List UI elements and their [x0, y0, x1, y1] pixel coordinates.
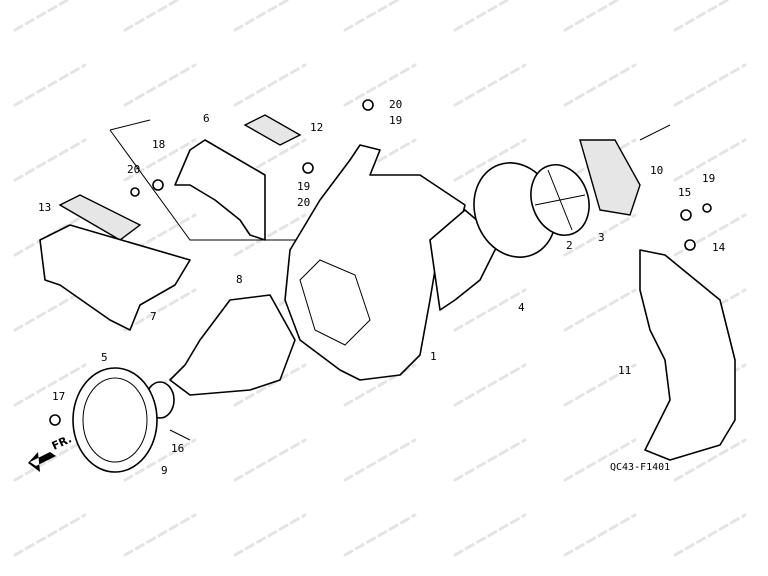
watermark-mark: [343, 63, 417, 107]
watermark-mark: [563, 213, 637, 257]
watermark-mark: [13, 63, 87, 107]
part-label: 8: [236, 273, 243, 286]
part-label: 10: [650, 164, 663, 177]
watermark-mark: [343, 438, 417, 482]
watermark-mark: [13, 0, 71, 32]
watermark-mark: [673, 213, 747, 257]
part-20-screw: [130, 187, 140, 197]
watermark-mark: [453, 288, 527, 332]
watermark-mark: [233, 213, 307, 257]
element-spokes: [534, 169, 586, 231]
part-label: 19: [389, 114, 402, 127]
part-label: 18: [152, 138, 165, 151]
watermark-mark: [233, 63, 307, 107]
part-label: 20: [127, 163, 140, 176]
watermark-mark: [453, 138, 527, 182]
part-19-screw: [702, 203, 712, 213]
part-label: 11: [618, 364, 631, 377]
part-label: 3: [598, 231, 605, 244]
watermark-mark: [13, 363, 87, 407]
watermark-mark: [563, 438, 637, 482]
part-label: 7: [150, 310, 157, 323]
part-label: 20: [297, 196, 310, 209]
part-label: 16: [171, 442, 184, 455]
part-label: 12: [310, 121, 323, 134]
watermark-mark: [673, 0, 731, 32]
gasket-inner: [82, 377, 148, 463]
assembly-line: [109, 119, 300, 241]
part-label: 4: [518, 301, 525, 314]
diagram-code: QC43-F1401: [610, 462, 670, 473]
part-8-duct: [169, 294, 296, 396]
watermark-mark: [673, 138, 747, 182]
part-3-cover: [579, 139, 641, 216]
watermark-mark: [563, 513, 637, 557]
watermark-mark: [123, 438, 197, 482]
front-arrow-icon: [28, 452, 56, 472]
part-label: 17: [52, 390, 65, 403]
front-arrow-label: FR.: [50, 432, 74, 452]
part-5-gasket: [72, 367, 158, 473]
part-16-bolt: [169, 429, 191, 441]
part-label: 2: [566, 239, 573, 252]
part-label: 13: [38, 201, 51, 214]
watermark-mark: [563, 63, 637, 107]
watermark-mark: [13, 513, 87, 557]
watermark-mark: [563, 288, 637, 332]
watermark-mark: [563, 0, 621, 32]
part-label: 5: [101, 351, 108, 364]
watermark-mark: [453, 63, 527, 107]
part-label: 6: [203, 112, 210, 125]
watermark-mark: [13, 438, 87, 482]
part-20-bolt: [362, 99, 374, 111]
part-label: 1: [430, 350, 437, 363]
part-12-sheet: [243, 114, 302, 146]
watermark-mark: [13, 288, 87, 332]
part-14-nut: [684, 239, 696, 251]
watermark-mark: [343, 0, 401, 32]
part-7-cover: [39, 224, 191, 331]
part-label: 15: [678, 186, 691, 199]
watermark-mark: [233, 0, 291, 32]
part-11-panel: [639, 249, 736, 461]
watermark-mark: [563, 363, 637, 407]
watermark-mark: [453, 363, 527, 407]
housing-window: [299, 259, 371, 346]
part-6-bracket: [174, 139, 266, 241]
part-18-washer: [152, 179, 164, 191]
watermark-mark: [673, 438, 747, 482]
part-10-bolt: [639, 124, 671, 141]
watermark-mark: [123, 63, 197, 107]
watermark-mark: [233, 363, 307, 407]
watermark-mark: [233, 513, 307, 557]
part-label: 9: [161, 464, 168, 477]
watermark-mark: [123, 0, 181, 32]
watermark-mark: [123, 288, 197, 332]
watermark-mark: [673, 513, 747, 557]
part-label: 19: [297, 180, 310, 193]
part-label: 20: [389, 98, 402, 111]
watermark-mark: [343, 513, 417, 557]
part-19-bolt: [302, 162, 314, 174]
part-17-nut: [49, 414, 61, 426]
watermark-mark: [673, 63, 747, 107]
watermark-mark: [453, 438, 527, 482]
watermark-mark: [453, 513, 527, 557]
part-label: 14: [712, 241, 726, 254]
watermark-mark: [453, 0, 511, 32]
part-15-bolt: [680, 209, 692, 221]
watermark-mark: [123, 513, 197, 557]
watermark-mark: [13, 138, 87, 182]
watermark-mark: [233, 438, 307, 482]
part-label: 19: [702, 172, 715, 185]
watermark-mark: [123, 138, 197, 182]
part-13-sheet: [58, 194, 142, 241]
